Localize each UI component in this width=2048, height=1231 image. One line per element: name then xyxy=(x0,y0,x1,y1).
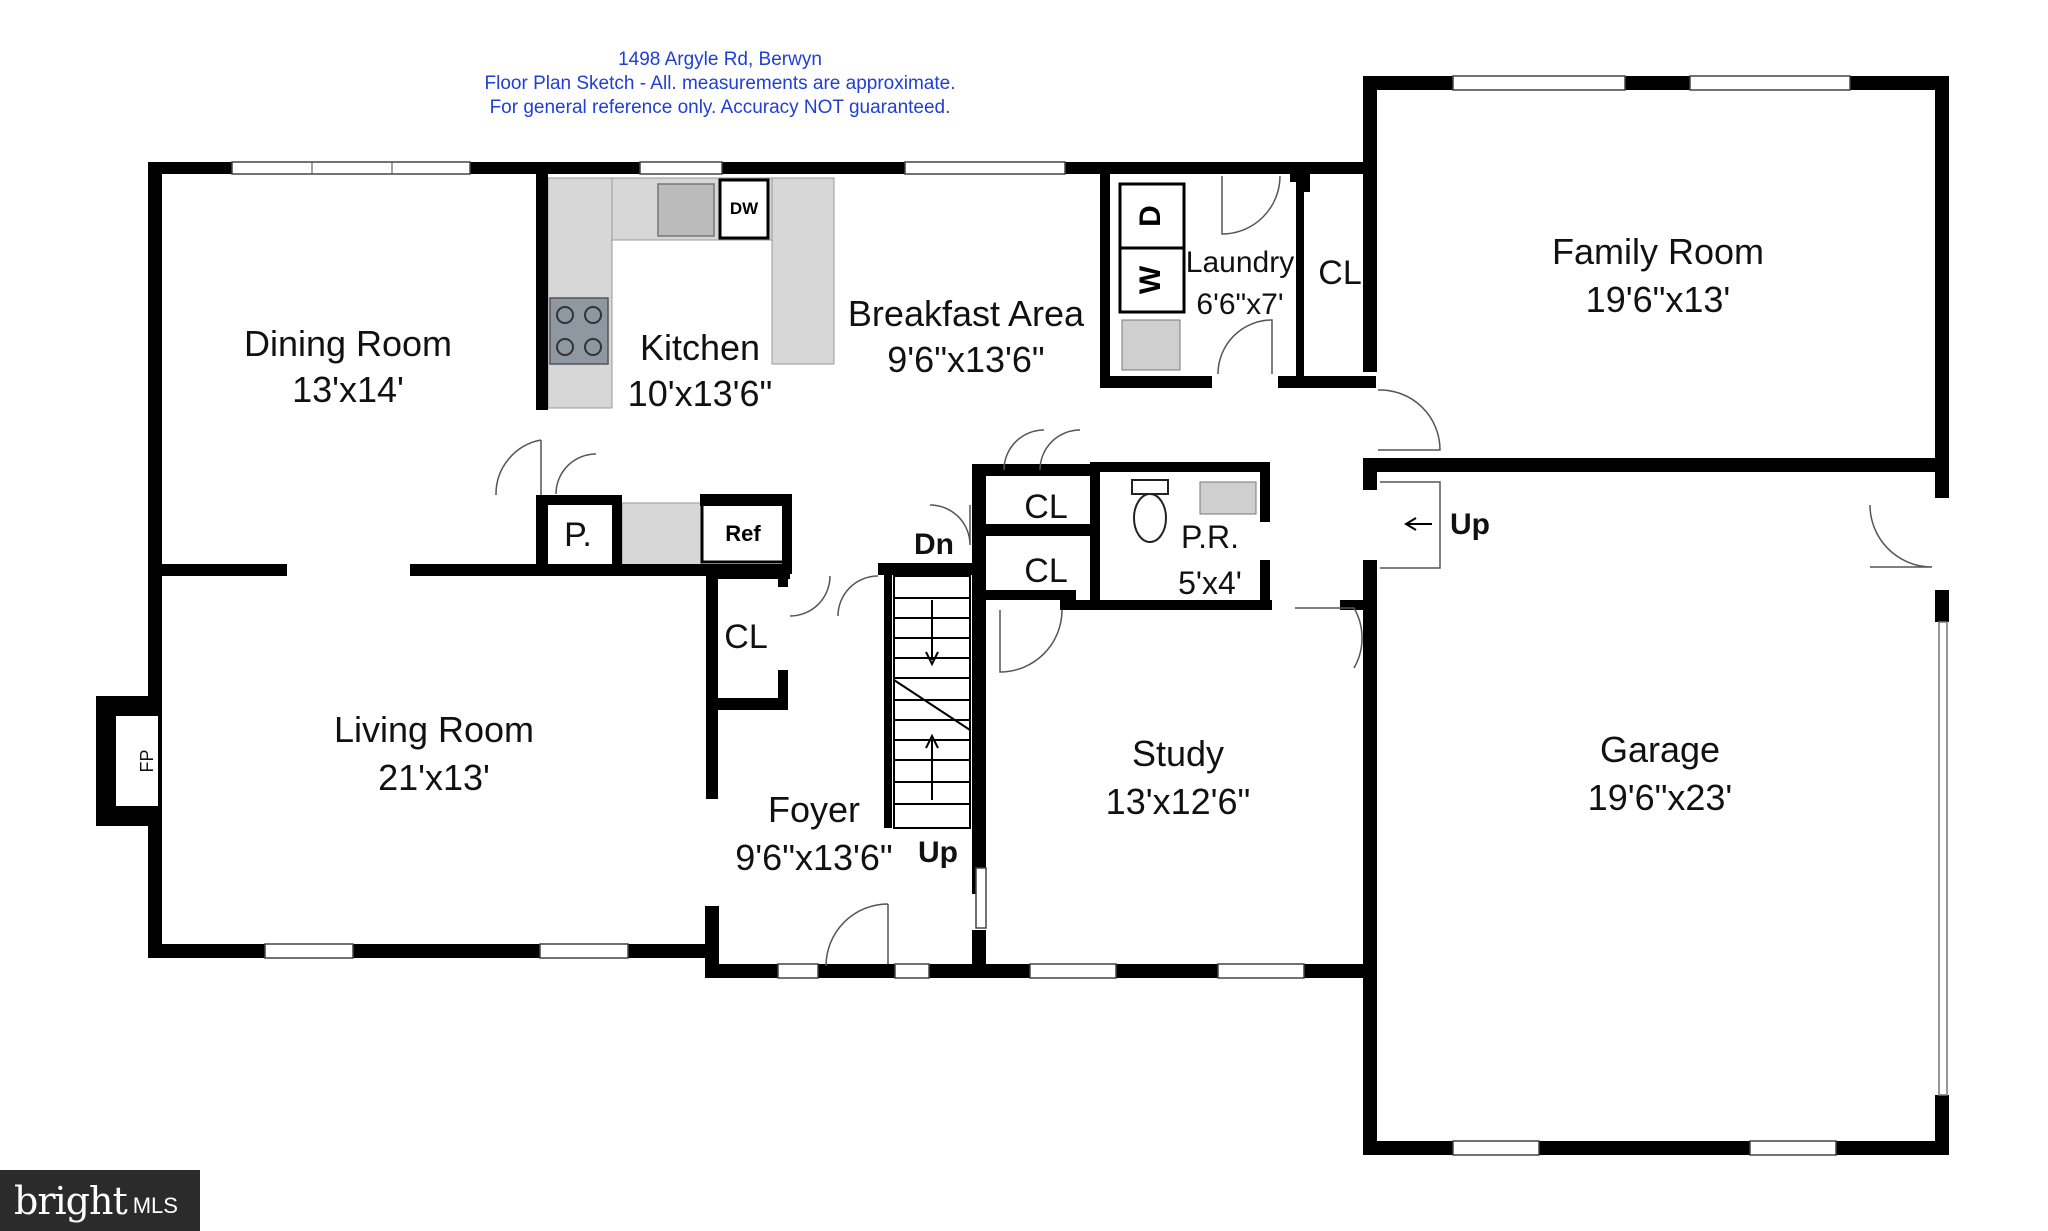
kitchen-dim: 10'x13'6" xyxy=(628,373,773,414)
utility-sink-icon xyxy=(1121,319,1181,371)
living-room-name: Living Room xyxy=(334,709,534,750)
laundry-name: Laundry xyxy=(1186,246,1294,279)
toilet-tank-icon xyxy=(1131,479,1169,495)
family-room-dim: 19'6"x13' xyxy=(1586,279,1731,320)
garage-up-arrow-head xyxy=(1404,517,1417,531)
dryer-box xyxy=(1118,182,1186,250)
dryer-label: D xyxy=(1134,205,1167,227)
refrigerator-label: Ref xyxy=(725,521,761,546)
washer-box xyxy=(1118,246,1186,314)
address-header: 1498 Argyle Rd, Berwyn xyxy=(618,49,822,70)
dining-room-dim: 13'x14' xyxy=(292,369,404,410)
bright-mls-logo: bright MLS xyxy=(0,1170,200,1231)
dining-room-name: Dining Room xyxy=(244,323,452,364)
garage-dim: 19'6"x23' xyxy=(1588,777,1733,818)
stairs-up-label: Up xyxy=(918,836,958,869)
breakfast-area-name: Breakfast Area xyxy=(848,293,1085,334)
stairs xyxy=(893,575,971,829)
living-room-dim: 21'x13' xyxy=(378,757,490,798)
garage-name: Garage xyxy=(1600,729,1720,770)
study-name: Study xyxy=(1132,733,1224,774)
powder-room-dim: 5'x4' xyxy=(1178,565,1242,601)
logo-brand: bright xyxy=(14,1178,128,1223)
stove-icon xyxy=(549,297,609,365)
disclaimer-line-1: Floor Plan Sketch - All. measurements ar… xyxy=(485,73,956,94)
garage-up-label: Up xyxy=(1450,508,1490,541)
breakfast-area-dim: 9'6"x13'6" xyxy=(887,339,1044,380)
logo-suffix: MLS xyxy=(132,1192,178,1218)
powder-room-name: P.R. xyxy=(1181,519,1239,555)
foyer-dim: 9'6"x13'6" xyxy=(735,837,892,878)
kitchen-name: Kitchen xyxy=(640,327,760,368)
washer-label: W xyxy=(1134,265,1167,294)
foyer-name: Foyer xyxy=(768,789,860,830)
dishwasher-box xyxy=(718,178,770,240)
vanity-sink-icon xyxy=(1199,481,1257,515)
doors xyxy=(495,175,1933,967)
dishwasher-label: DW xyxy=(730,199,759,218)
windows xyxy=(231,75,1851,1156)
closet-label-upper: CL xyxy=(1024,488,1067,526)
foyer-closet-label: CL xyxy=(724,618,767,656)
stairs-down-label: Dn xyxy=(914,528,954,561)
garage-door xyxy=(1938,621,1948,1096)
laundry-dim: 6'6"x7' xyxy=(1196,288,1283,321)
disclaimer-line-2: For general reference only. Accuracy NOT… xyxy=(490,97,951,118)
walls xyxy=(96,76,1949,1155)
pantry-label: P. xyxy=(564,516,592,554)
laundry-closet-label: CL xyxy=(1318,254,1361,292)
kitchen-sink-icon xyxy=(657,183,715,237)
study-dim: 13'x12'6" xyxy=(1106,781,1251,822)
toilet-icon xyxy=(1133,493,1167,543)
closet-label-lower: CL xyxy=(1024,552,1067,590)
family-room-name: Family Room xyxy=(1552,231,1764,272)
fireplace-label: FP xyxy=(137,749,157,772)
